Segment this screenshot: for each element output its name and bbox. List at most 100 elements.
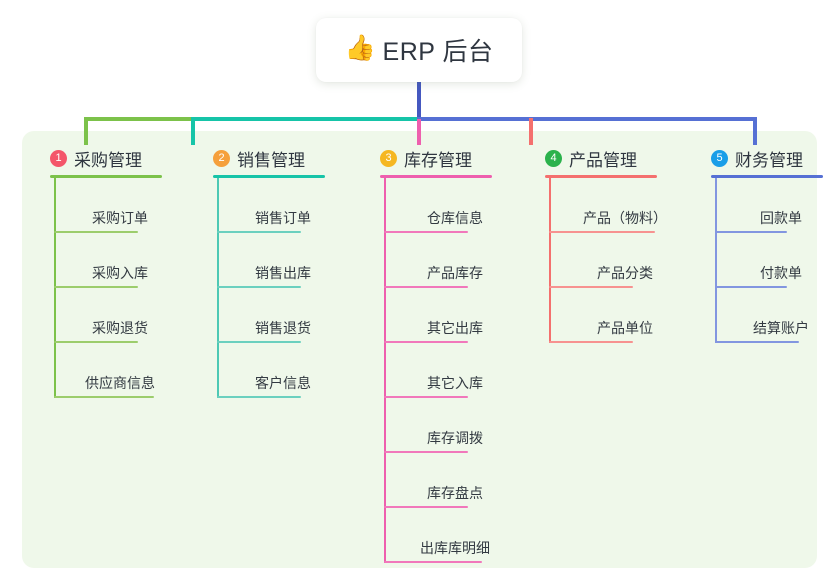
item-label: 库存盘点 xyxy=(427,485,483,501)
item-rule xyxy=(54,286,138,288)
item-label: 出库库明细 xyxy=(420,540,490,556)
item-rule xyxy=(384,286,468,288)
branch-header-4[interactable]: 4 产品管理 xyxy=(531,146,701,170)
list-item[interactable]: 仓库信息 xyxy=(366,178,526,233)
item-rule xyxy=(384,506,468,508)
branch-badge-1: 1 xyxy=(50,149,67,167)
item-rule xyxy=(54,231,138,233)
list-item[interactable]: 采购入库 xyxy=(36,233,186,288)
item-rule xyxy=(217,231,301,233)
branch-header-5[interactable]: 5 财务管理 xyxy=(697,146,839,170)
item-label: 销售退货 xyxy=(255,320,311,336)
list-item[interactable]: 采购订单 xyxy=(36,178,186,233)
item-label: 付款单 xyxy=(760,265,802,281)
branch-title-4: 产品管理 xyxy=(569,150,637,170)
item-rule xyxy=(715,286,787,288)
item-label: 回款单 xyxy=(760,210,802,226)
item-label: 销售出库 xyxy=(255,265,311,281)
branch-title-3: 库存管理 xyxy=(404,150,472,170)
list-item[interactable]: 销售退货 xyxy=(199,288,349,343)
item-rule xyxy=(384,561,482,563)
branch-title-5: 财务管理 xyxy=(735,150,803,170)
list-item[interactable]: 回款单 xyxy=(697,178,839,233)
item-label: 产品单位 xyxy=(597,320,653,336)
item-rule xyxy=(549,231,655,233)
branch-badge-5: 5 xyxy=(711,149,728,167)
list-item[interactable]: 采购退货 xyxy=(36,288,186,343)
list-item[interactable]: 出库库明细 xyxy=(366,508,526,563)
item-label: 产品分类 xyxy=(597,265,653,281)
list-item[interactable]: 销售订单 xyxy=(199,178,349,233)
item-rule xyxy=(384,231,468,233)
branch-badge-3: 3 xyxy=(380,149,397,167)
item-label: 采购订单 xyxy=(92,210,148,226)
item-rule xyxy=(54,396,154,398)
branch-items-2: 销售订单 销售出库 销售退货 客户信息 xyxy=(199,178,349,398)
branch-header-2[interactable]: 2 销售管理 xyxy=(199,146,349,170)
branch-rule-5 xyxy=(711,175,823,178)
branch-spine-5 xyxy=(715,178,717,343)
item-rule xyxy=(715,341,799,343)
branch-spine-1 xyxy=(54,178,56,398)
branch-header-3[interactable]: 3 库存管理 xyxy=(366,146,526,170)
branch-column-5: 5 财务管理 回款单 付款单 结算账户 xyxy=(697,146,839,343)
item-label: 客户信息 xyxy=(255,375,311,391)
list-item[interactable]: 其它出库 xyxy=(366,288,526,343)
item-label: 其它出库 xyxy=(427,320,483,336)
item-label: 其它入库 xyxy=(427,375,483,391)
root-title-card[interactable]: 👍 ERP 后台 xyxy=(316,18,522,82)
item-label: 供应商信息 xyxy=(85,375,155,391)
item-rule xyxy=(384,341,468,343)
branch-column-3: 3 库存管理 仓库信息 产品库存 其它出库 其它入库 库存调拨 xyxy=(366,146,526,563)
branch-column-1: 1 采购管理 采购订单 采购入库 采购退货 供应商信息 xyxy=(36,146,186,398)
item-rule xyxy=(217,341,301,343)
branch-rule-4 xyxy=(545,175,657,178)
branch-rule-1 xyxy=(50,175,162,178)
branch-spine-4 xyxy=(549,178,551,343)
list-item[interactable]: 库存盘点 xyxy=(366,453,526,508)
diagram-panel xyxy=(22,131,817,568)
branch-title-2: 销售管理 xyxy=(237,150,305,170)
list-item[interactable]: 付款单 xyxy=(697,233,839,288)
list-item[interactable]: 产品分类 xyxy=(531,233,701,288)
item-rule xyxy=(549,286,633,288)
branch-column-2: 2 销售管理 销售订单 销售出库 销售退货 客户信息 xyxy=(199,146,349,398)
item-rule xyxy=(715,231,787,233)
item-label: 结算账户 xyxy=(753,320,809,336)
list-item[interactable]: 库存调拨 xyxy=(366,398,526,453)
list-item[interactable]: 销售出库 xyxy=(199,233,349,288)
root-title-label: ERP 后台 xyxy=(382,38,494,66)
item-rule xyxy=(384,396,468,398)
branch-rule-3 xyxy=(380,175,492,178)
branch-header-1[interactable]: 1 采购管理 xyxy=(36,146,186,170)
list-item[interactable]: 供应商信息 xyxy=(36,343,186,398)
item-label: 库存调拨 xyxy=(427,430,483,446)
item-label: 产品（物料） xyxy=(583,210,667,226)
list-item[interactable]: 产品单位 xyxy=(531,288,701,343)
item-label: 采购退货 xyxy=(92,320,148,336)
item-label: 产品库存 xyxy=(427,265,483,281)
thumbs-up-icon: 👍 xyxy=(344,34,376,62)
list-item[interactable]: 产品（物料） xyxy=(531,178,701,233)
branch-items-1: 采购订单 采购入库 采购退货 供应商信息 xyxy=(36,178,186,398)
branch-items-4: 产品（物料） 产品分类 产品单位 xyxy=(531,178,701,343)
list-item[interactable]: 结算账户 xyxy=(697,288,839,343)
branch-items-5: 回款单 付款单 结算账户 xyxy=(697,178,839,343)
branch-badge-4: 4 xyxy=(545,149,562,167)
item-label: 采购入库 xyxy=(92,265,148,281)
branch-spine-3 xyxy=(384,178,386,563)
item-rule xyxy=(549,341,633,343)
list-item[interactable]: 客户信息 xyxy=(199,343,349,398)
item-rule xyxy=(217,396,301,398)
list-item[interactable]: 其它入库 xyxy=(366,343,526,398)
item-rule xyxy=(54,341,138,343)
item-label: 仓库信息 xyxy=(427,210,483,226)
branch-title-1: 采购管理 xyxy=(74,150,142,170)
item-rule xyxy=(217,286,301,288)
branch-spine-2 xyxy=(217,178,219,398)
branch-rule-2 xyxy=(213,175,325,178)
list-item[interactable]: 产品库存 xyxy=(366,233,526,288)
item-label: 销售订单 xyxy=(255,210,311,226)
branch-column-4: 4 产品管理 产品（物料） 产品分类 产品单位 xyxy=(531,146,701,343)
